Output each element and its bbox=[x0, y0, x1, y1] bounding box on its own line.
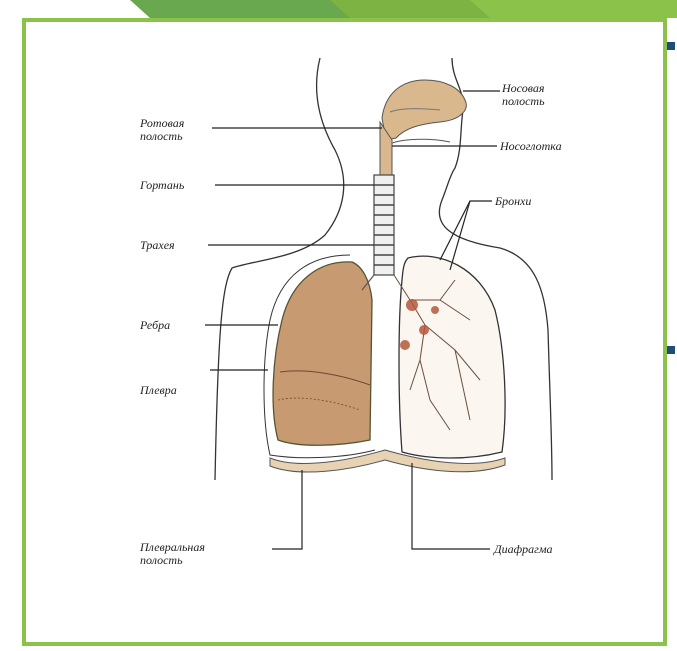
label-nasal-cavity: Носовая полость bbox=[502, 82, 545, 108]
right-lung-shape bbox=[399, 256, 505, 458]
nasal-cavity-shape bbox=[382, 80, 466, 145]
label-trachea: Трахея bbox=[140, 239, 175, 252]
label-ribs: Ребра bbox=[140, 319, 170, 332]
trachea-shape bbox=[374, 175, 394, 275]
left-lung-shape bbox=[273, 262, 372, 445]
label-oral-cavity: Ротовая полость bbox=[140, 117, 184, 143]
label-nasopharynx: Носоглотка bbox=[500, 140, 562, 153]
label-pleural-cavity: Плевральная полость bbox=[140, 541, 205, 567]
label-diaphragm: Диафрагма bbox=[494, 543, 553, 556]
label-pleura: Плевра bbox=[140, 384, 177, 397]
label-larynx: Гортань bbox=[140, 179, 184, 192]
label-bronchi: Бронхи bbox=[495, 195, 531, 208]
